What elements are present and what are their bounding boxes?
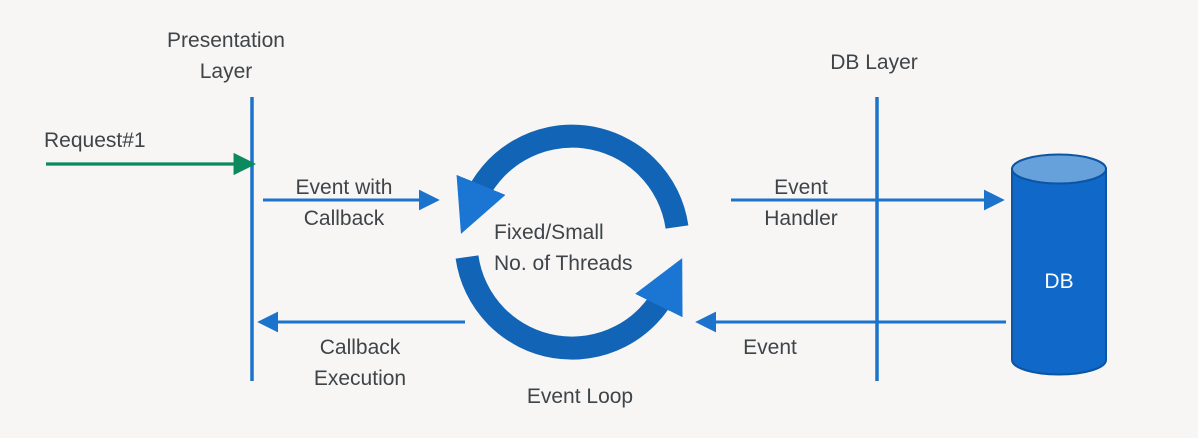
event-handler-label: Event Handler [731,172,871,234]
event-with-callback-label-line1: Event with [295,176,393,199]
db-node-label: DB [1044,270,1074,293]
event-with-callback-label: Event with Callback [254,172,434,234]
callback-execution-label-line2: Execution [313,367,407,390]
callback-execution-label: Callback Execution [260,332,460,394]
presentation-layer-label-line1: Presentation [167,29,285,52]
event-handler-label-line1: Event [774,176,828,199]
presentation-layer-label: Presentation Layer [126,25,326,87]
event-loop-top-arc [456,124,689,234]
event-loop-caption: Event Loop [526,385,634,408]
event-loop-center-label-line1: Fixed/Small [494,221,604,244]
event-handler-label-line2: Handler [764,207,838,230]
request-label: Request#1 [44,129,146,152]
db-cylinder [1011,168,1107,376]
event-loop-center-label-line2: No. of Threads [494,252,633,275]
event-loop-center-label: Fixed/Small No. of Threads [494,217,633,279]
callback-execution-label-line1: Callback [319,336,401,359]
event-loop-bottom-arc [455,255,683,360]
db-layer-label: DB Layer [830,51,918,74]
presentation-layer-label-line2: Layer [199,60,253,83]
event-return-label: Event [743,336,797,359]
db-cylinder-top [1011,153,1107,185]
event-with-callback-label-line2: Callback [303,207,385,230]
